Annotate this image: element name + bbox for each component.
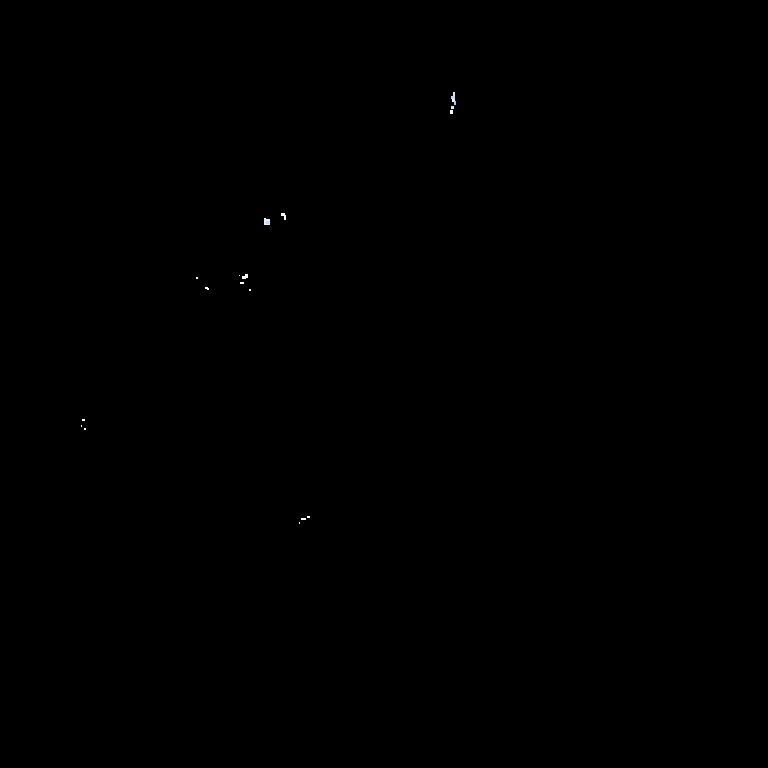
light-speck	[452, 99, 455, 102]
light-speck	[264, 218, 266, 219]
light-speck	[451, 96, 455, 99]
light-speck	[284, 215, 286, 220]
light-speck	[451, 106, 454, 109]
light-speck	[301, 518, 306, 520]
light-speck	[207, 288, 209, 290]
light-speck	[240, 282, 244, 284]
light-speck	[84, 428, 86, 430]
light-speck	[82, 419, 85, 421]
light-speck	[307, 516, 310, 518]
light-speck	[205, 287, 208, 289]
light-speck	[242, 276, 246, 279]
light-speck	[299, 522, 300, 524]
light-speck	[453, 92, 455, 96]
light-speck	[81, 425, 82, 427]
light-speck	[281, 213, 285, 216]
light-speck	[239, 275, 240, 276]
light-speck	[196, 277, 198, 279]
light-speck	[245, 274, 248, 278]
light-speck	[450, 110, 453, 114]
light-speck	[266, 221, 269, 224]
light-speck	[249, 289, 251, 291]
light-speck	[454, 101, 456, 105]
